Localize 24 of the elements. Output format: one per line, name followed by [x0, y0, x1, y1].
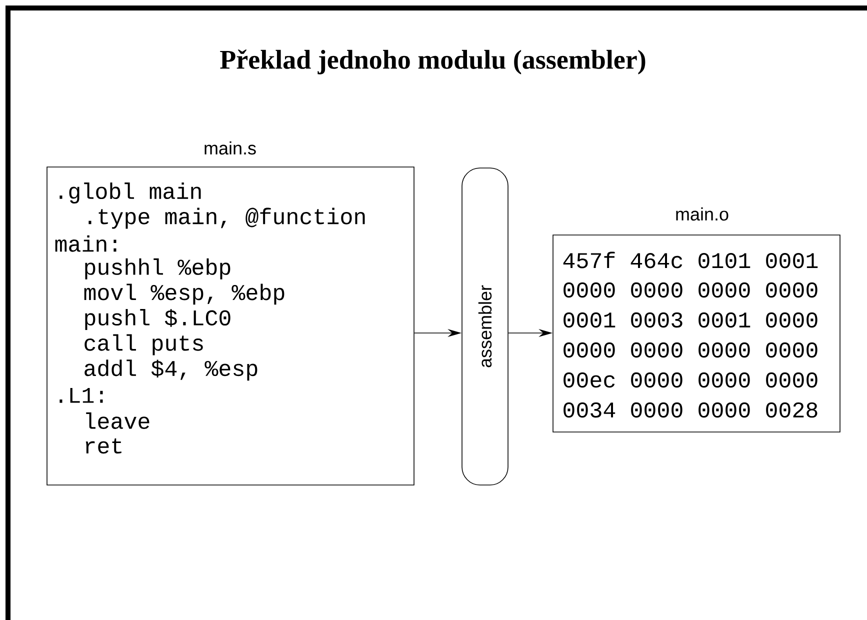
code-line: 0000 0000 0000 0000 — [564, 282, 818, 298]
code-box — [46, 166, 414, 486]
code-line: 0001 0003 0001 0000 — [564, 312, 818, 328]
code-line: 457f 464c 0101 0001 — [563, 252, 818, 268]
code-box — [552, 234, 840, 432]
code-line: 00ec 0000 0000 0000 — [564, 372, 818, 388]
process-label: assembler — [478, 285, 492, 368]
title: Překlad jednoho modulu (assembler) — [220, 50, 646, 74]
code-line: 0034 0000 0000 0028 — [564, 402, 818, 418]
code-line: .type main, @function — [88, 208, 365, 229]
code-line: pushhl %ebp — [85, 258, 230, 280]
file-name: main.s — [204, 141, 256, 155]
code-line: movl %esp, %ebp — [84, 284, 284, 305]
code-line: leave — [86, 412, 150, 429]
code-line: addl $4, %esp — [84, 360, 258, 381]
code-line: ret — [86, 438, 122, 454]
code-line: 0000 0000 0000 0000 — [564, 342, 818, 358]
code-line: pushl $.LC0 — [85, 309, 230, 330]
code-line: .globl main — [60, 182, 201, 204]
process-box — [462, 168, 508, 486]
file-name: main.o — [676, 207, 728, 221]
code-line: call puts — [84, 334, 203, 356]
code-line: main: — [55, 235, 116, 252]
code-line: .L1: — [60, 388, 103, 403]
